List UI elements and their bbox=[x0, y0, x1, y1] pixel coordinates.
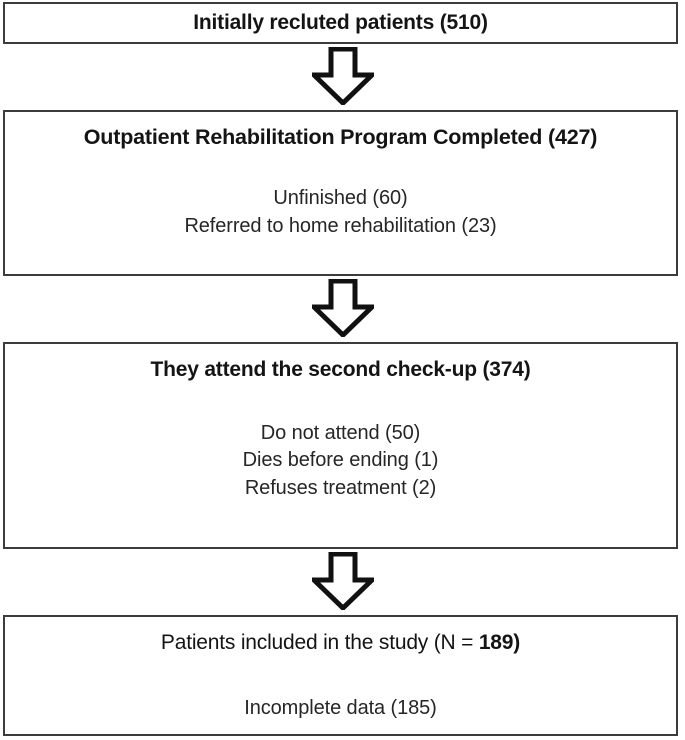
flow-box-included-title-suffix: 189) bbox=[478, 631, 521, 654]
down-arrow-icon bbox=[312, 47, 374, 105]
flow-box-checkup-title: They attend the second check-up (374) bbox=[150, 358, 531, 381]
flow-box-checkup-lines: Do not attend (50) Dies before ending (1… bbox=[5, 420, 676, 503]
flow-box-recruited-title: Initially recluted patients (510) bbox=[193, 11, 488, 35]
flow-box-recruited: Initially recluted patients (510) bbox=[3, 2, 678, 44]
flow-box-outpatient: Outpatient Rehabilitation Program Comple… bbox=[3, 110, 678, 276]
flow-box-line: Refuses treatment (2) bbox=[244, 476, 437, 499]
flow-box-line: Incomplete data (185) bbox=[244, 696, 437, 719]
flow-box-outpatient-lines: Unfinished (60) Referred to home rehabil… bbox=[5, 185, 676, 240]
flow-box-line: Do not attend (50) bbox=[260, 421, 421, 444]
flow-box-included-title-prefix: Patients included in the study (N = bbox=[160, 631, 479, 654]
flow-box-line: Dies before ending (1) bbox=[242, 449, 439, 472]
down-arrow-icon bbox=[312, 279, 374, 337]
flow-box-included-title: Patients included in the study (N = 189) bbox=[161, 631, 520, 655]
flow-box-line: Unfinished (60) bbox=[273, 187, 408, 210]
flow-box-checkup: They attend the second check-up (374) Do… bbox=[3, 342, 678, 549]
flow-box-included: Patients included in the study (N = 189)… bbox=[3, 615, 678, 736]
down-arrow-icon bbox=[312, 552, 374, 610]
flow-box-line: Referred to home rehabilitation (23) bbox=[184, 214, 497, 237]
flow-box-outpatient-title: Outpatient Rehabilitation Program Comple… bbox=[83, 125, 598, 149]
flow-box-included-lines: Incomplete data (185) bbox=[5, 695, 676, 723]
